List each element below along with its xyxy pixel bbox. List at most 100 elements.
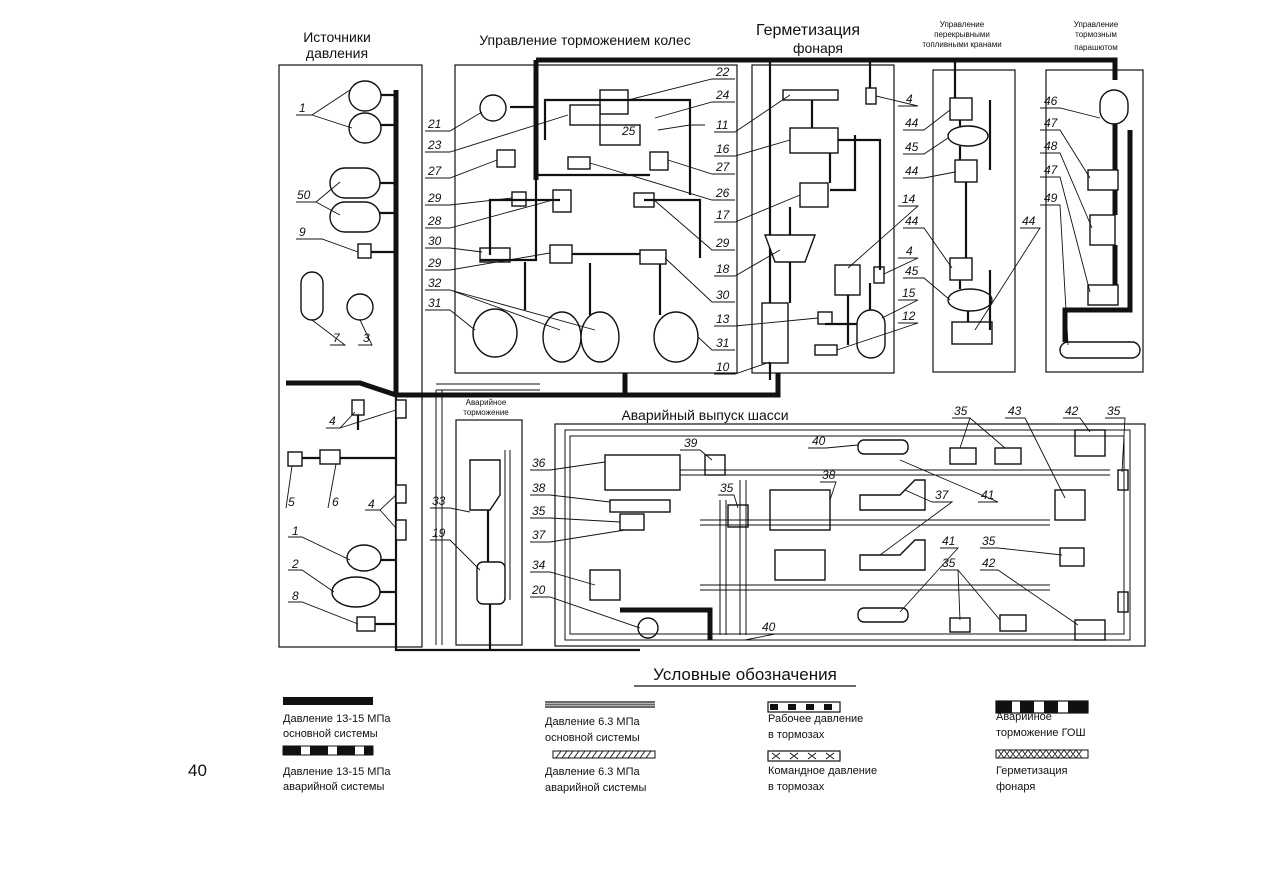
- frame-pressure-sources: [278, 64, 423, 648]
- num-44a: 44: [905, 116, 919, 130]
- valve-35e: [1059, 547, 1085, 567]
- valve-35g: [1117, 469, 1129, 491]
- num-44c: 44: [905, 214, 919, 228]
- num-35b: 35: [720, 481, 734, 495]
- valve-34: [589, 569, 621, 601]
- num-49: 49: [1044, 191, 1058, 205]
- valve-29b: [549, 244, 573, 264]
- title-brake-chute-1: Управление: [1074, 20, 1119, 29]
- pump-20: [637, 617, 659, 639]
- leader-12: [836, 322, 919, 351]
- num-27a: 27: [427, 164, 443, 178]
- leader-24: [654, 101, 735, 119]
- num-4c: 4: [906, 92, 913, 106]
- leader-48: [1040, 152, 1093, 229]
- num-21: 21: [427, 117, 441, 131]
- title-brake-chute-2: тормозным: [1075, 30, 1117, 39]
- valve-4b: [395, 399, 407, 419]
- num-30a: 30: [428, 234, 442, 248]
- leader-4a: [326, 409, 397, 429]
- valve-14: [834, 264, 861, 296]
- valve-38c: [774, 549, 826, 581]
- valve-11-top: [782, 89, 839, 101]
- num-44d: 44: [1022, 214, 1036, 228]
- main-pipes: [286, 57, 1118, 652]
- valve-4-canopy-a: [865, 87, 877, 105]
- leader-2: [288, 569, 335, 593]
- legend-canopy-2: фонаря: [996, 781, 1035, 793]
- valve-35h: [1117, 591, 1129, 613]
- num-29a: 29: [427, 191, 442, 205]
- valve-24: [569, 104, 601, 126]
- pipe-source-branches: [370, 93, 396, 254]
- legend-swatch-main-high: [283, 697, 373, 705]
- component-numbers: 1 50 9 7 3 4 5 6 4 1 2 8 21 23 27 29 28 …: [288, 65, 1121, 634]
- leader-25: [657, 124, 705, 131]
- leader-29a: [425, 197, 513, 206]
- leader-50: [296, 181, 341, 216]
- pipe-emergency-return: [504, 450, 511, 600]
- num-34: 34: [532, 558, 546, 572]
- leader-5-6: [285, 463, 337, 509]
- num-31b: 31: [716, 336, 729, 350]
- tank-7: [300, 271, 324, 321]
- leader-35b: [718, 494, 739, 509]
- leader-38a: [530, 494, 611, 503]
- num-47b: 47: [1044, 163, 1059, 177]
- leader-41a: [899, 459, 999, 503]
- pipe-gear-pump: [620, 607, 713, 640]
- cylinder-10: [761, 302, 789, 364]
- num-8: 8: [292, 589, 299, 603]
- leader-16: [714, 139, 791, 157]
- valve-36: [604, 454, 681, 491]
- num-46: 46: [1044, 94, 1058, 108]
- num-5: 5: [288, 495, 295, 509]
- legend-title: Условные обозначения: [653, 665, 837, 684]
- leader-35c: [952, 417, 1006, 449]
- valve-38a: [609, 499, 671, 513]
- leader-40b: [744, 633, 776, 641]
- legend-swatch-cmd-brake: [767, 750, 841, 762]
- legend-swatch-work-brake: [767, 701, 841, 713]
- num-35c: 35: [954, 404, 968, 418]
- num-26: 26: [715, 186, 730, 200]
- accumulator-50b: [329, 201, 381, 233]
- leader-31b: [697, 336, 735, 351]
- pipes-canopy: [788, 100, 882, 345]
- valve-39: [704, 454, 726, 476]
- leader-47b: [1040, 176, 1091, 293]
- pipes-wheel-upper: [543, 98, 692, 195]
- num-15: 15: [902, 286, 916, 300]
- num-35a: 35: [532, 504, 546, 518]
- leader-30a: [425, 247, 483, 253]
- valve-18: [763, 234, 817, 263]
- legend-swatch-emerg-high: [282, 745, 374, 756]
- cylinder-49: [1059, 341, 1141, 359]
- num-4d: 4: [906, 244, 913, 258]
- section-titles: Источники давления Управление торможение…: [303, 20, 1119, 423]
- legend-swatch-emerg-low: [552, 750, 656, 759]
- num-48: 48: [1044, 139, 1058, 153]
- legend-main-low-2: основной системы: [545, 732, 640, 744]
- section-frames: [278, 64, 1146, 648]
- num-50: 50: [297, 188, 311, 202]
- valve-25: [599, 124, 641, 146]
- num-29b: 29: [427, 256, 442, 270]
- num-18: 18: [716, 262, 730, 276]
- valve-44a: [949, 97, 973, 121]
- num-35e: 35: [982, 534, 996, 548]
- num-13: 13: [716, 312, 730, 326]
- legend-main-high-2: основной системы: [283, 728, 378, 740]
- leader-1b: [288, 536, 351, 561]
- title-pressure-sources-2: давления: [306, 45, 368, 61]
- pipes-fuel: [958, 100, 992, 330]
- num-20: 20: [531, 583, 546, 597]
- num-31a: 31: [428, 296, 441, 310]
- num-19: 19: [432, 526, 446, 540]
- legend-emerg-chute-1: Аварийное: [996, 711, 1052, 723]
- leader-29c: [653, 199, 735, 251]
- leader-9: [296, 238, 359, 253]
- accumulator-2: [331, 576, 381, 608]
- leader-29b: [425, 252, 551, 271]
- title-wheel-braking: Управление торможением колес: [479, 32, 691, 48]
